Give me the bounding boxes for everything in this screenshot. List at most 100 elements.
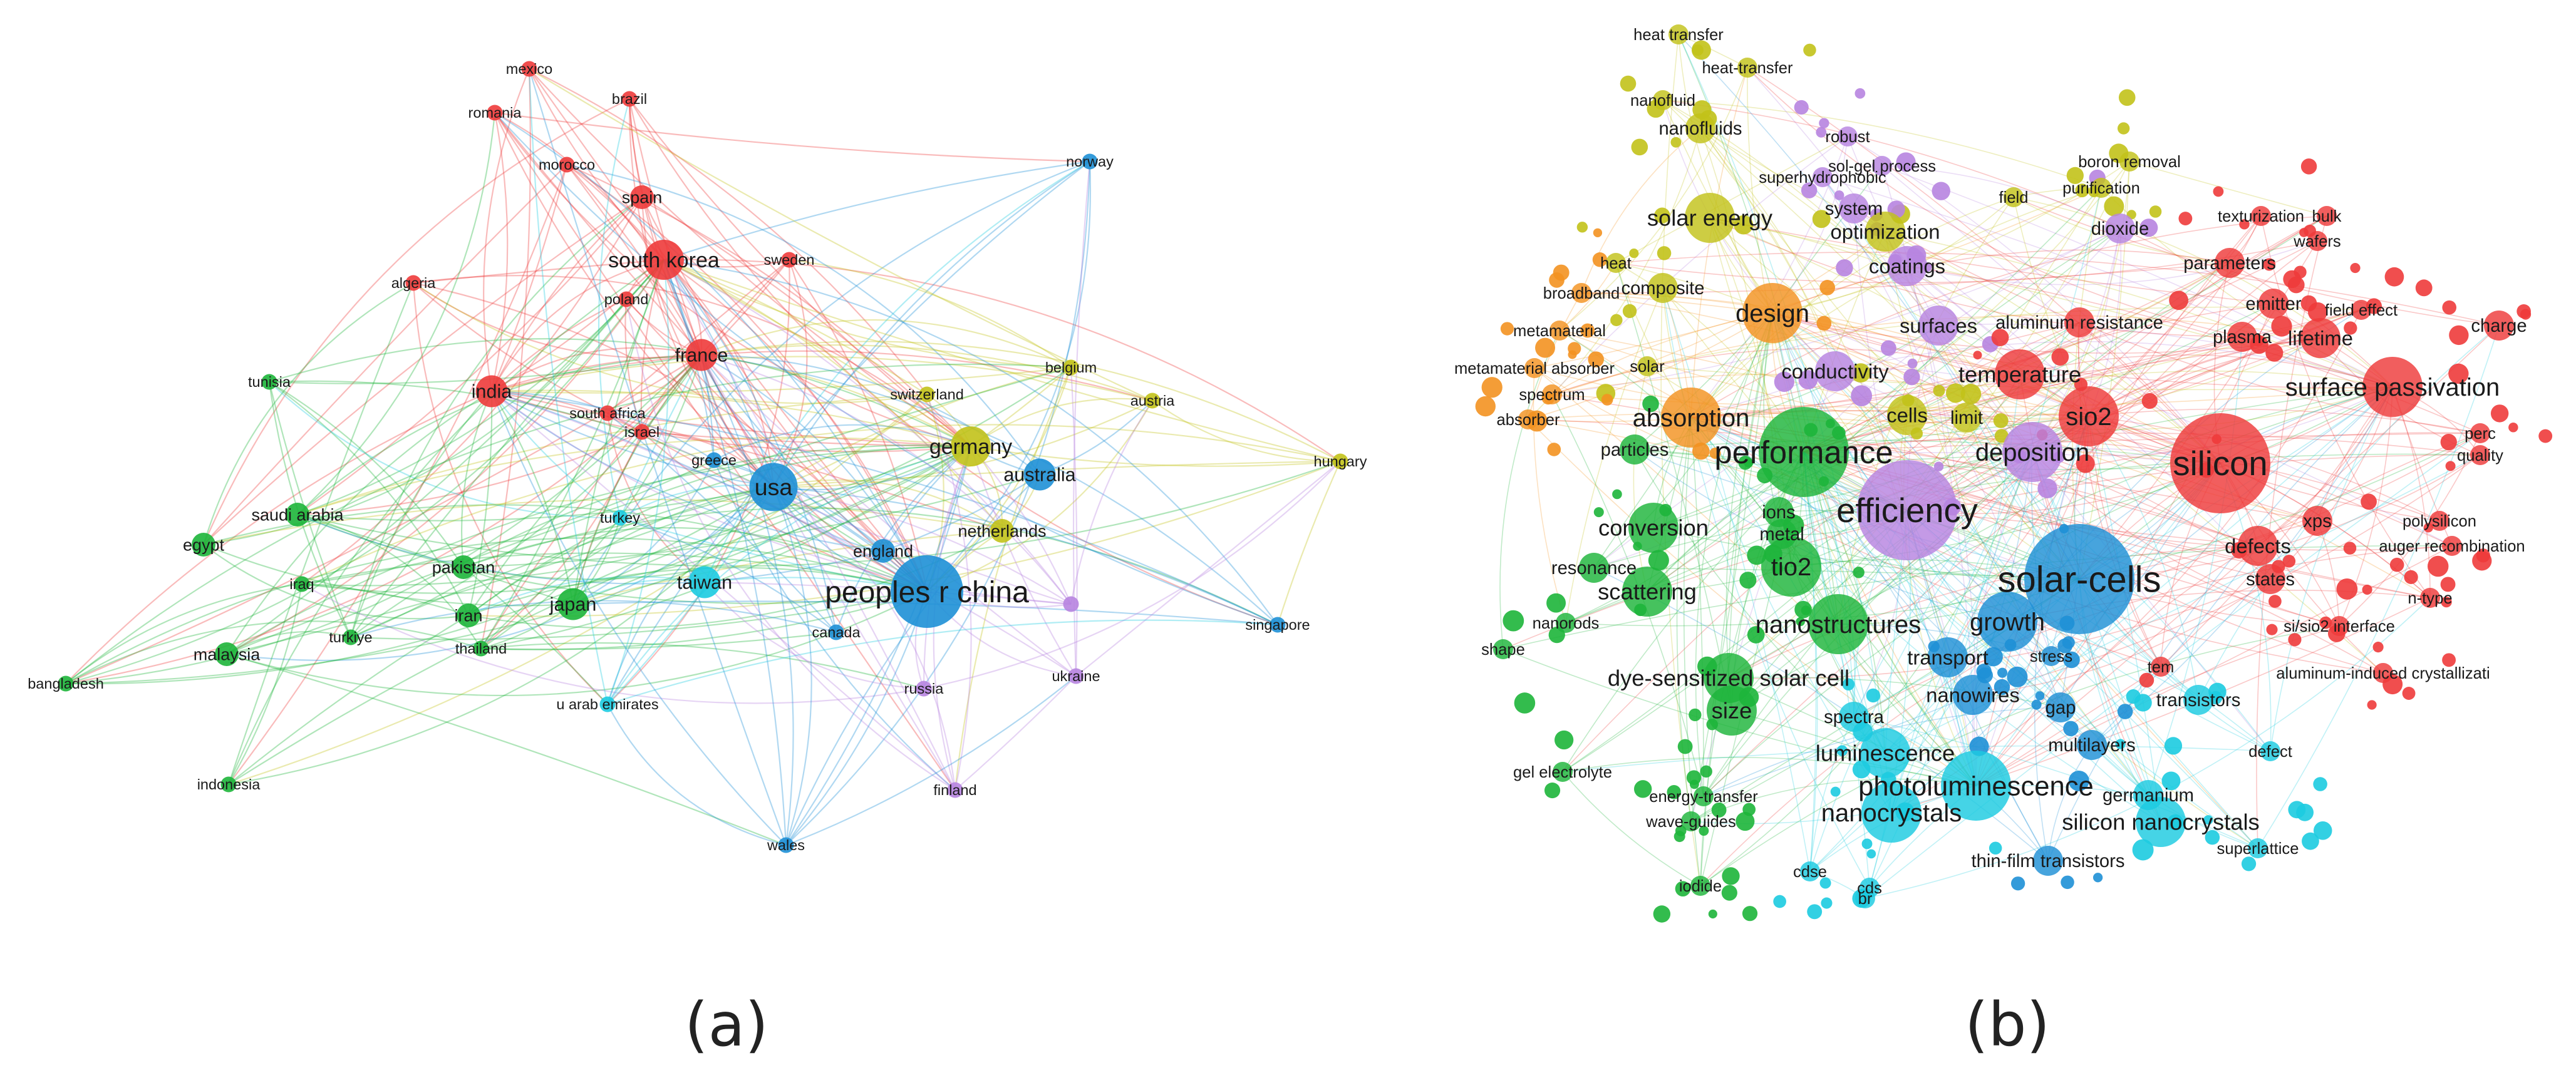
network-edge [1695,312,1773,797]
network-edge [2019,354,2393,388]
keyword-node-minor [1709,448,1721,460]
network-edge [773,366,1072,488]
wave-guides-node [1681,811,1701,831]
keyword-node-minor [1654,207,1670,223]
network-edge [490,391,787,846]
wafers-label: wafers [2293,233,2341,250]
tunisia-node [261,374,277,390]
network-edge [1528,419,1977,786]
network-edge [467,391,493,616]
network-edge [607,486,774,705]
boron-removal-label: boron removal [2078,153,2181,171]
network-edge [2032,228,2121,453]
network-edge [468,486,774,616]
aluminum-resistance-label: aluminum resistance [1995,313,2163,333]
network-edge [228,164,568,785]
network-edge [1690,322,2080,418]
network-edge [663,259,775,488]
spain-label: spain [622,188,663,207]
keyword-node-minor [2062,636,2075,649]
keyword-node-minor [1629,249,1639,259]
network-edge [1865,433,2481,899]
keyword-node-minor [2037,478,2057,499]
network-edge [413,275,971,447]
network-edge [1662,287,2258,849]
keyword-node-minor [2490,404,2509,423]
network-edge [491,390,928,592]
cdse-node [1800,861,1820,881]
egypt-node [192,533,215,557]
metal-label: metal [1759,525,1804,545]
network-edge [2198,325,2500,701]
keyword-node-minor [1794,600,1813,619]
network-edge [2032,161,2130,453]
indonesia-node [220,776,237,793]
india-label: india [472,381,512,403]
network-edge [606,259,670,705]
singapore-node [1270,617,1286,633]
network-edge [606,486,774,705]
transport-node [1928,637,1968,677]
keyword-node-minor [2117,122,2130,135]
keyword-node-minor [1546,593,1566,613]
solar-cells-label: solar-cells [1997,559,2161,600]
indonesia-label: indonesia [197,776,261,793]
network-edge [628,98,774,488]
keyword-node-minor [1721,885,1737,901]
xps-node [2302,506,2332,536]
br-label: br [1858,890,1873,908]
network-edge [663,259,1072,369]
keyword-node-minor [1933,384,1945,397]
network-edge [640,259,665,433]
network-edge [491,390,643,433]
nanostructures-label: nanostructures [1756,611,1922,639]
network-edge [297,393,928,516]
network-edge [412,282,608,705]
keyword-node-minor [2161,771,2181,791]
network-edge [2088,416,2199,701]
keyword-node-minor [2372,642,2384,653]
network-edge [1747,67,2221,464]
keyword-node-minor [1568,350,1577,359]
charge-node [2484,311,2514,341]
keyword-node-minor [1798,370,1818,389]
bulk-node [2317,206,2337,226]
network-edge [2088,215,2262,417]
network-edge [773,400,1153,488]
keyword-node-minor [1803,43,1816,57]
australia-label: australia [1003,465,1075,486]
keyword-node-minor [1675,881,1691,897]
south-korea-label: south korea [608,249,720,272]
iraq-node [294,576,310,592]
network-edge [607,413,837,633]
deposition-node [2002,422,2062,482]
network-edge [1551,312,1773,395]
efficiency-node [1857,460,1957,560]
quality-node [2470,445,2490,465]
network-edge [572,354,702,605]
network-edge [1891,187,2102,813]
network-edge [203,299,627,546]
perc-node [2470,423,2490,443]
growth-label: growth [1970,608,2045,636]
network-edge [835,446,971,633]
keyword-node-minor [2389,557,2404,572]
surfaces-label: surfaces [1900,314,1977,337]
network-edge [926,400,1153,593]
keyword-node-minor [1549,272,1565,288]
network-edge [269,381,469,616]
network-edge [2270,386,2393,752]
transistors-node [2183,685,2213,715]
turkey-label: turkey [600,510,640,526]
network-edge [1709,217,2080,580]
network-edge [773,486,1278,625]
u-arab-emirates-node [599,696,616,712]
network-edge [413,282,928,592]
network-edge [1791,386,2393,567]
pakistan-node [452,555,475,579]
network-edge [1660,34,1701,886]
network-edge [701,354,956,791]
network-edge [641,197,971,447]
france-label: france [675,345,728,366]
spectra-label: spectra [1824,707,1884,727]
